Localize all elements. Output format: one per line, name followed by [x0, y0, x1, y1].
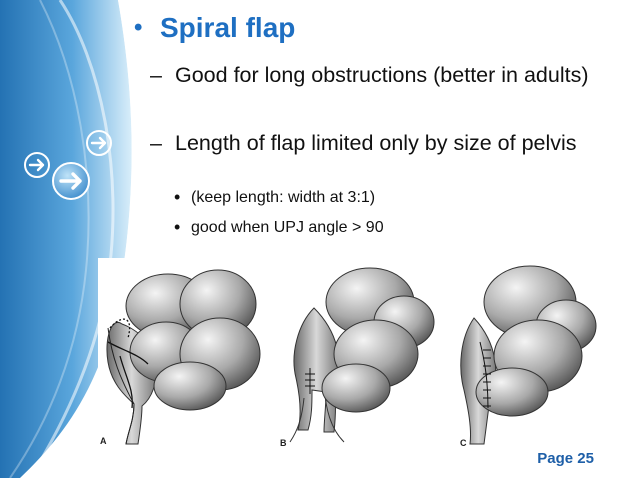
bullet-dot-icon: •	[174, 187, 181, 207]
panel-c-drawing	[460, 265, 597, 445]
dash-icon: –	[150, 131, 162, 155]
bullet-dot-icon: •	[174, 217, 181, 237]
page-number: Page 25	[537, 450, 594, 467]
figure-label-a: A	[100, 436, 107, 446]
point-text: Length of flap limited only by size of p…	[175, 131, 577, 155]
subpoint-text: good when UPJ angle > 90	[191, 219, 384, 236]
figure-label-b: B	[280, 438, 287, 448]
arrow-right-circle-icon	[86, 130, 112, 156]
slide-title: Spiral flap	[160, 12, 296, 43]
arrow-right-circle-icon	[24, 152, 50, 178]
kidney-drawings	[106, 265, 597, 445]
subpoint-text: (keep length: width at 3:1)	[191, 189, 376, 206]
dash-icon: –	[150, 63, 162, 87]
panel-b-drawing	[289, 267, 435, 443]
kidney-illustration: A B C	[98, 258, 612, 454]
point-text: Good for long obstructions (better in ad…	[175, 63, 589, 87]
panel-a-drawing	[106, 269, 261, 445]
bullet-dot-icon: •	[134, 14, 143, 41]
arrow-right-circle-icon	[52, 162, 90, 200]
figure-label-c: C	[460, 438, 467, 448]
